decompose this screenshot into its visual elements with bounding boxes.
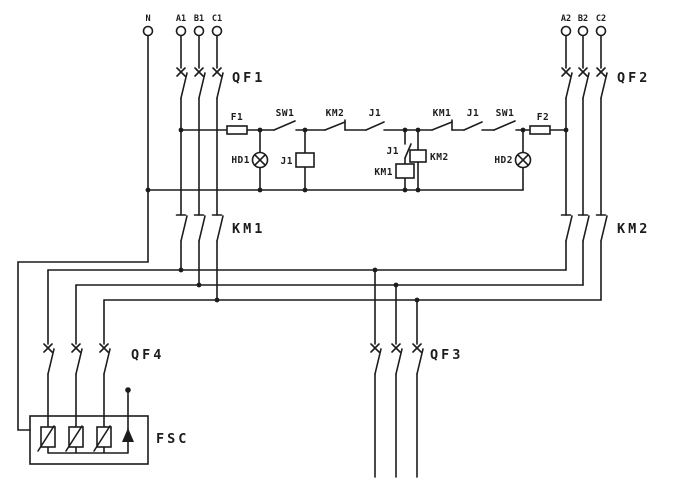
label-qf2: QF2 [617,70,650,86]
contact-km1-interlock [431,119,453,131]
label-terminal-b1: B1 [194,14,204,24]
km2-pole-c [595,214,608,242]
label-km1: KM1 [232,221,265,237]
varistor-3 [93,421,114,452]
label-j1-right: J1 [467,108,479,119]
label-qf1: QF1 [232,70,265,86]
terminal-a2 [560,25,572,37]
label-relay-coil: J1 [281,156,293,167]
fuse-f2 [529,125,551,135]
label-km1-coil: KM1 [374,167,393,178]
qf3-pole-a [370,343,382,375]
terminal-b1 [193,25,205,37]
label-j1-aux: J1 [387,146,399,157]
control-branch-wires [259,129,524,191]
breaker-qf4 [43,343,111,375]
km2-pole-b [577,214,590,242]
contactor-km2 [560,214,608,242]
qf3-load-wires [374,373,418,478]
km1-pole-c [211,214,224,242]
label-sw1-left: SW1 [276,108,295,119]
label-km2-coil: KM2 [430,152,449,163]
labels: N A1 B1 C1 A2 B2 C2 QF1 QF2 KM1 KM2 QF4 … [131,14,650,447]
relay-j1-coil [295,152,315,168]
terminal-c2 [595,25,607,37]
km1-pole-a [175,214,188,242]
spd-fsc [29,415,149,465]
contact-j1-left [365,121,385,131]
label-terminal-c1: C1 [212,14,222,24]
qf1-pole-c [212,67,224,99]
fuse-f1 [226,125,248,135]
km2-coil [409,149,427,163]
label-fuse-f2: F2 [537,112,549,123]
breaker-qf3 [370,343,424,375]
label-terminal-c2: C2 [596,14,606,24]
label-sw1-right: SW1 [496,108,515,119]
qf2-pole-a [561,67,573,99]
contact-km2-interlock [324,119,346,131]
qf1-pole-a [176,67,188,99]
terminal-n [142,25,154,37]
varistor-2 [65,421,86,452]
qf2-pole-c [596,67,608,99]
label-km2-interlock: KM2 [326,108,345,119]
km1-pole-b [193,214,206,242]
qf3-feeder-wires [374,269,418,345]
switch-sw1-left [273,120,296,131]
terminal-a1 [175,25,187,37]
qf1-pole-b [194,67,206,99]
junction-dots [125,127,569,393]
spd-enclosure [29,415,149,465]
breaker-qf1 [176,67,224,99]
switch-sw1-right [493,120,516,131]
breaker-qf2 [561,67,608,99]
label-terminal-b2: B2 [578,14,588,24]
qf4-pole-a [43,343,55,375]
qf4-feeder-wires [47,269,105,345]
label-terminal-n: N [145,14,150,24]
phase-bus-wires [47,269,602,301]
label-fuse-f1: F1 [231,112,243,123]
lamp-hd2 [514,151,532,169]
label-km1-interlock: KM1 [433,108,452,119]
contact-j1-aux [404,143,412,159]
label-qf3: QF3 [430,347,463,363]
label-j1-left: J1 [369,108,381,119]
contact-j1-right [463,121,483,131]
label-qf4: QF4 [131,347,164,363]
label-terminal-a2: A2 [561,14,571,24]
label-lamp-hd1: HD1 [231,155,250,166]
qf3-pole-c [412,343,424,375]
qf4-load-wires [47,373,105,428]
qf2-pole-b [578,67,590,99]
spd-neutral-node [125,387,131,393]
lamp-hd1 [251,151,269,169]
km2-pole-a [560,214,573,242]
terminal-c1 [211,25,223,37]
qf4-pole-b [71,343,83,375]
label-km2: KM2 [617,221,650,237]
wires [17,34,602,478]
spd-internal-wires [47,389,129,454]
km1-coil [395,163,415,179]
neutral-wire [17,34,149,431]
label-fsc: FSC [156,431,189,447]
label-lamp-hd2: HD2 [494,155,513,166]
components [29,25,608,465]
label-terminal-a1: A1 [176,14,186,24]
qf4-pole-c [99,343,111,375]
qf3-pole-b [391,343,403,375]
contactor-km1 [175,214,224,242]
terminal-b2 [577,25,589,37]
gas-discharge-arrester [122,428,134,442]
varistor-1 [37,421,58,452]
